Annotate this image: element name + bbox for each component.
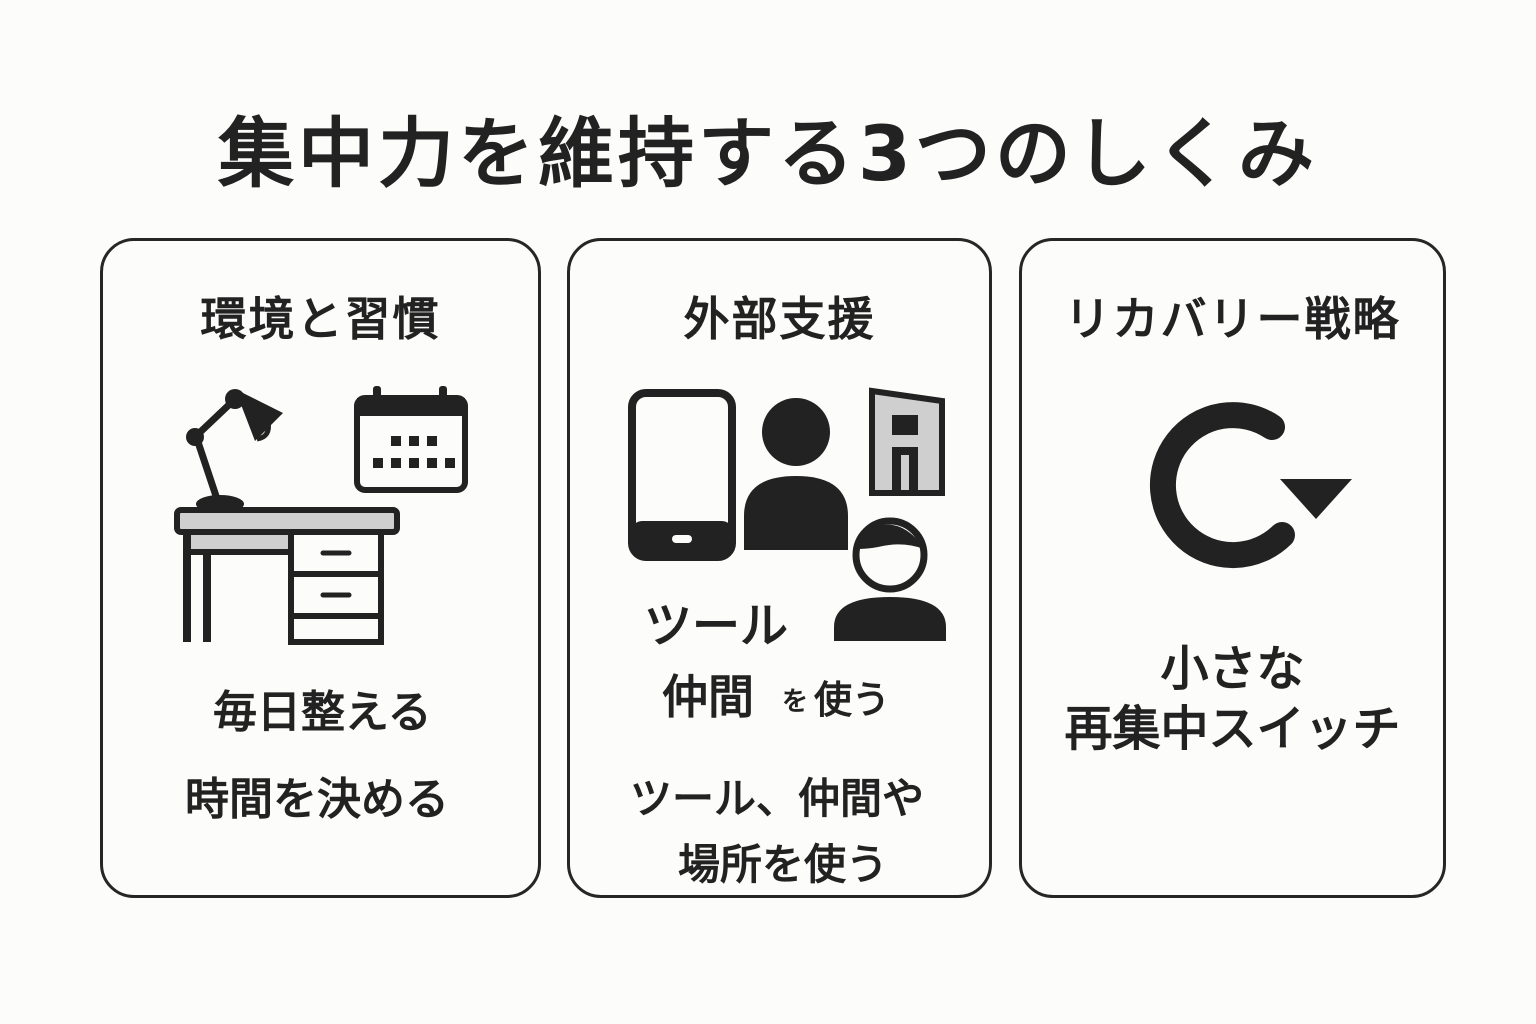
support-caption-1: ツール、仲間や (630, 774, 925, 823)
support-caption-2: 場所を使う (678, 840, 889, 889)
card-title: リカバリー戦略 (1064, 292, 1401, 346)
card-environment-habits: 環境と習慣 毎日整える 時間を決める (100, 238, 541, 898)
card-recovery-strategy: リカバリー戦略 小さな 再集中スイッチ (1019, 238, 1446, 898)
card-external-support: 外部支援 ツール 仲間 を 使う ツール、仲間や 場所を使う (567, 238, 992, 898)
building-icon (869, 387, 945, 496)
desk-icon (174, 507, 400, 645)
card-title: 外部支援 (683, 292, 876, 346)
calendar-icon (354, 386, 468, 493)
habit-text-2: 時間を決める (185, 774, 449, 825)
card-title: 環境と習慣 (200, 292, 441, 346)
peer-label-suffix: 使う (814, 678, 891, 722)
person-outline-icon (834, 517, 946, 641)
refresh-arrow-icon (1149, 402, 1352, 569)
page-title: 集中力を維持する3つのしくみ (218, 109, 1318, 198)
tool-label: ツール (644, 598, 789, 654)
peer-label-particle: を (782, 687, 809, 717)
desk-lamp-icon (186, 389, 283, 513)
recovery-caption-1: 小さな (1160, 641, 1305, 697)
peer-label: 仲間 (662, 670, 754, 724)
recovery-caption-2: 再集中スイッチ (1064, 701, 1401, 757)
habit-text-1: 毎日整える (213, 687, 432, 738)
smartphone-icon (628, 389, 736, 561)
person-icon (744, 398, 848, 550)
